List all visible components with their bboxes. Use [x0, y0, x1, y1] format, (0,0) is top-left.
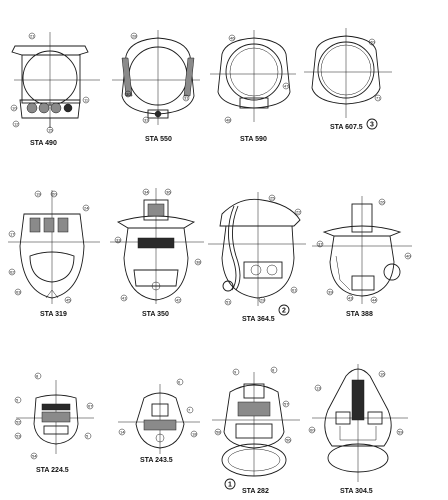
svg-text:14: 14 [120, 430, 125, 435]
section-sta-282: 9 8 57 58 56 STA 282 1 [212, 366, 300, 495]
svg-text:41: 41 [122, 296, 127, 301]
section-sta-243-5: 6 7 14 18 STA 243.5 [118, 378, 200, 464]
section-sta-304-5: 13 16 60 59 STA 304.5 [308, 364, 408, 495]
svg-text:60: 60 [310, 428, 315, 433]
svg-text:10: 10 [12, 106, 17, 111]
svg-text:53: 53 [16, 434, 21, 439]
svg-text:11: 11 [84, 98, 89, 103]
svg-text:42: 42 [176, 298, 181, 303]
svg-text:57: 57 [284, 402, 289, 407]
station-label: STA 243.5 [140, 457, 173, 464]
svg-text:45: 45 [66, 298, 71, 303]
svg-text:5: 5 [16, 398, 19, 403]
svg-text:44: 44 [372, 298, 377, 303]
svg-text:21: 21 [30, 34, 35, 39]
station-label: STA 319 [40, 311, 67, 318]
svg-text:15: 15 [48, 128, 53, 133]
station-label: STA 350 [142, 311, 169, 318]
section-sta-550: 28 30 31 33 STA 550 [112, 30, 200, 143]
svg-text:13: 13 [316, 386, 321, 391]
svg-text:46: 46 [230, 36, 235, 41]
svg-text:33: 33 [116, 238, 121, 243]
svg-text:48: 48 [226, 118, 231, 123]
svg-text:63: 63 [16, 290, 21, 295]
section-sta-590: 46 47 48 STA 590 [210, 30, 296, 143]
station-label: STA 550 [145, 136, 172, 143]
svg-text:7: 7 [188, 408, 191, 413]
svg-text:19: 19 [36, 192, 41, 197]
section-sta-490: 21 10 11 12 15 STA 490 [10, 32, 100, 147]
svg-text:52: 52 [16, 420, 21, 425]
view-marker-number: 1 [228, 482, 232, 489]
svg-text:24: 24 [84, 206, 89, 211]
view-marker [366, 118, 378, 130]
svg-text:16: 16 [380, 372, 385, 377]
svg-text:5: 5 [86, 434, 89, 439]
section-sta-224-5: 8 5 52 53 67 5 54 STA 224.5 [14, 372, 94, 474]
station-label: STA 282 [242, 488, 269, 495]
svg-text:31: 31 [184, 96, 189, 101]
station-label: STA 304.5 [340, 488, 373, 495]
station-label: STA 607.5 [330, 124, 363, 131]
svg-text:17: 17 [10, 232, 15, 237]
svg-text:40: 40 [406, 254, 411, 259]
svg-text:18: 18 [192, 432, 197, 437]
svg-text:29: 29 [260, 298, 265, 303]
svg-text:34: 34 [144, 190, 149, 195]
view-marker [224, 478, 236, 490]
station-label: STA 364.5 [242, 316, 275, 323]
view-marker-number: 2 [282, 308, 286, 315]
view-marker-number: 3 [370, 122, 374, 129]
svg-text:67: 67 [88, 404, 93, 409]
svg-text:38: 38 [196, 260, 201, 265]
svg-text:8: 8 [36, 374, 39, 379]
station-label: STA 388 [346, 311, 373, 318]
svg-text:26: 26 [380, 200, 385, 205]
svg-text:47: 47 [284, 84, 289, 89]
svg-text:39: 39 [328, 290, 333, 295]
svg-text:33: 33 [144, 118, 149, 123]
section-sta-364-5: 22 25 51 29 61 STA 364.5 2 [208, 192, 306, 323]
svg-text:62: 62 [10, 270, 15, 275]
svg-text:28: 28 [132, 34, 137, 39]
svg-text:8: 8 [272, 368, 275, 373]
svg-text:71: 71 [376, 96, 381, 101]
svg-text:22: 22 [296, 210, 301, 215]
svg-text:54: 54 [32, 454, 37, 459]
svg-text:58: 58 [216, 430, 221, 435]
section-sta-388: 26 37 40 39 43 44 STA 388 [312, 196, 412, 318]
station-label: STA 224.5 [36, 467, 69, 474]
svg-text:56: 56 [286, 438, 291, 443]
svg-text:25: 25 [270, 196, 275, 201]
svg-text:9: 9 [234, 370, 237, 375]
svg-text:61: 61 [292, 288, 297, 293]
section-sta-607-5: 70 71 STA 607.5 3 [304, 28, 392, 131]
svg-text:36: 36 [166, 190, 171, 195]
svg-text:37: 37 [318, 242, 323, 247]
station-label: STA 590 [240, 136, 267, 143]
view-marker [278, 304, 290, 316]
svg-text:70: 70 [370, 40, 375, 45]
svg-text:12: 12 [14, 122, 19, 127]
svg-text:43: 43 [348, 296, 353, 301]
section-sta-319: 19 20 24 17 62 63 45 STA 319 [8, 190, 100, 318]
svg-text:20: 20 [52, 192, 57, 197]
svg-text:30: 30 [126, 92, 131, 97]
station-label: STA 490 [30, 140, 57, 147]
svg-text:6: 6 [178, 380, 181, 385]
svg-text:59: 59 [398, 430, 403, 435]
section-sta-350: 34 36 33 38 41 42 STA 350 [110, 188, 204, 318]
svg-text:51: 51 [226, 300, 231, 305]
